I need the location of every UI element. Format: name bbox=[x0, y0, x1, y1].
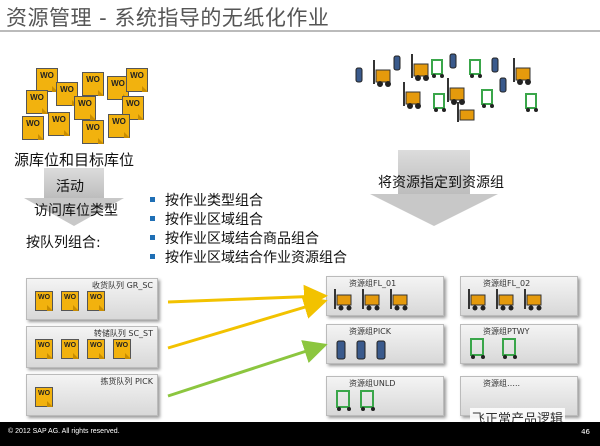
wo-document-icon: WO bbox=[56, 82, 78, 106]
wo-document-icon: WO bbox=[35, 291, 53, 311]
forklift-icon bbox=[390, 289, 408, 311]
scanner-icon bbox=[499, 77, 507, 93]
cart-icon bbox=[481, 89, 494, 108]
resource-group-name: 资源组….. bbox=[483, 379, 521, 388]
cart-icon bbox=[502, 338, 517, 359]
scanner-icon bbox=[449, 53, 457, 69]
wo-document-icon: WO bbox=[61, 291, 79, 311]
scanner-icon bbox=[491, 57, 499, 73]
assign-resource-label: 将资源指定到资源组 bbox=[378, 175, 504, 191]
forklift-icon bbox=[496, 289, 514, 311]
wo-document-icon: WO bbox=[107, 76, 129, 100]
activity-label: 活动 bbox=[56, 179, 84, 195]
wo-document-icon: WO bbox=[87, 291, 105, 311]
forklift-icon bbox=[468, 289, 486, 311]
wo-document-icon: WO bbox=[35, 387, 53, 407]
list-item: 按作业区域组合 bbox=[150, 211, 347, 230]
cart-icon bbox=[470, 338, 485, 359]
scanner-icon bbox=[376, 340, 386, 360]
bullet-icon bbox=[150, 253, 155, 259]
queue-name: 转储队列 SC_ST bbox=[93, 329, 153, 338]
right-down-arrow-body bbox=[398, 150, 470, 194]
wo-document-icon: WO bbox=[82, 120, 104, 144]
resource-group-name: 资源组PICK bbox=[349, 327, 392, 336]
grouping-options-list: 按作业类型组合 按作业区域组合 按作业区域结合商品组合 按作业区域结合作业资源组… bbox=[150, 192, 347, 268]
list-item: 按作业区域结合商品组合 bbox=[150, 230, 347, 249]
resource-group-fl-02: 资源组FL_02 bbox=[460, 276, 578, 316]
wo-document-icon: WO bbox=[108, 114, 130, 138]
cart-icon bbox=[433, 93, 446, 112]
cart-icon bbox=[431, 59, 444, 78]
forklift-icon bbox=[513, 58, 531, 85]
resource-group-name: 资源组FL_02 bbox=[483, 279, 531, 288]
page-number: 46 bbox=[581, 428, 590, 436]
forklift-icon bbox=[524, 289, 542, 311]
wo-document-icon: WO bbox=[87, 339, 105, 359]
list-item: 按作业类型组合 bbox=[150, 192, 347, 211]
bullet-icon bbox=[150, 234, 155, 240]
scanner-icon bbox=[336, 340, 346, 360]
cart-icon bbox=[525, 93, 538, 112]
scanner-icon bbox=[393, 55, 401, 71]
page-title: 资源管理 - 系统指导的无纸化作业 bbox=[6, 6, 330, 30]
assignment-arrows bbox=[167, 284, 328, 398]
cart-row-icons bbox=[470, 338, 517, 359]
queue-box-sc-st: 转储队列 SC_ST WO WO WO WO bbox=[26, 326, 158, 368]
access-bin-type-label: 访问库位类型 bbox=[34, 203, 118, 219]
cart-icon bbox=[336, 390, 351, 411]
wo-document-icon: WO bbox=[61, 339, 79, 359]
cart-icon bbox=[469, 59, 482, 78]
list-item: 按作业区域结合作业资源组合 bbox=[150, 249, 347, 268]
resource-group-name: 资源组UNLD bbox=[349, 379, 396, 388]
title-divider bbox=[0, 30, 600, 32]
wo-document-icon: WO bbox=[48, 112, 70, 136]
by-queue-label: 按队列组合: bbox=[26, 235, 101, 251]
forklift-row-icons bbox=[468, 289, 542, 311]
wo-document-icon: WO bbox=[26, 90, 48, 114]
left-down-arrow-head bbox=[24, 198, 124, 226]
arrow-fl01-to-grsc bbox=[167, 284, 328, 309]
arrow-pick-to-pick bbox=[167, 340, 328, 398]
forklift-icon bbox=[457, 102, 475, 122]
forklift-icon bbox=[403, 82, 421, 109]
wo-document-icon: WO bbox=[35, 339, 53, 359]
cart-row-icons bbox=[336, 390, 375, 411]
resource-cluster-icons bbox=[355, 53, 538, 122]
scanner-icon bbox=[355, 67, 363, 83]
resource-group-unld: 资源组UNLD bbox=[326, 376, 444, 416]
scanner-icon bbox=[356, 340, 366, 360]
forklift-icon bbox=[362, 289, 380, 311]
queue-name: 拣货队列 PICK bbox=[100, 377, 153, 386]
right-down-arrow-head bbox=[370, 194, 498, 226]
copyright-text: © 2012 SAP AG. All rights reserved. bbox=[8, 428, 120, 435]
queue-box-gr-sc: 收货队列 GR_SC WO WO WO bbox=[26, 278, 158, 320]
forklift-icon bbox=[411, 54, 429, 81]
forklift-icon bbox=[373, 60, 391, 87]
source-target-label: 源库位和目标库位 bbox=[14, 151, 135, 169]
bullet-icon bbox=[150, 215, 155, 221]
wo-document-icon: WO bbox=[74, 96, 96, 120]
forklift-icon bbox=[447, 78, 465, 105]
left-down-arrow-body bbox=[44, 168, 104, 198]
forklift-row-icons bbox=[334, 289, 408, 311]
resource-group-fl-01: 资源组FL_01 bbox=[326, 276, 444, 316]
resource-group-ptwy: 资源组PTWY bbox=[460, 324, 578, 364]
resource-group-pick: 资源组PICK bbox=[326, 324, 444, 364]
wo-document-icon: WO bbox=[36, 68, 58, 92]
arrow-fl01-to-scst bbox=[167, 295, 328, 350]
resource-group-name: 资源组FL_01 bbox=[349, 279, 397, 288]
forklift-icon bbox=[334, 289, 352, 311]
wo-document-icon: WO bbox=[126, 68, 148, 92]
footer-bar: © 2012 SAP AG. All rights reserved. 46 bbox=[0, 422, 600, 446]
scanner-row-icons bbox=[336, 340, 386, 360]
wo-document-icon: WO bbox=[113, 339, 131, 359]
queue-name: 收货队列 GR_SC bbox=[92, 281, 153, 290]
wo-document-icon: WO bbox=[22, 116, 44, 140]
bullet-icon bbox=[150, 196, 155, 202]
wo-document-icon: WO bbox=[82, 72, 104, 96]
resource-group-name: 资源组PTWY bbox=[483, 327, 530, 336]
queue-box-pick: 拣货队列 PICK WO bbox=[26, 374, 158, 416]
cart-icon bbox=[360, 390, 375, 411]
